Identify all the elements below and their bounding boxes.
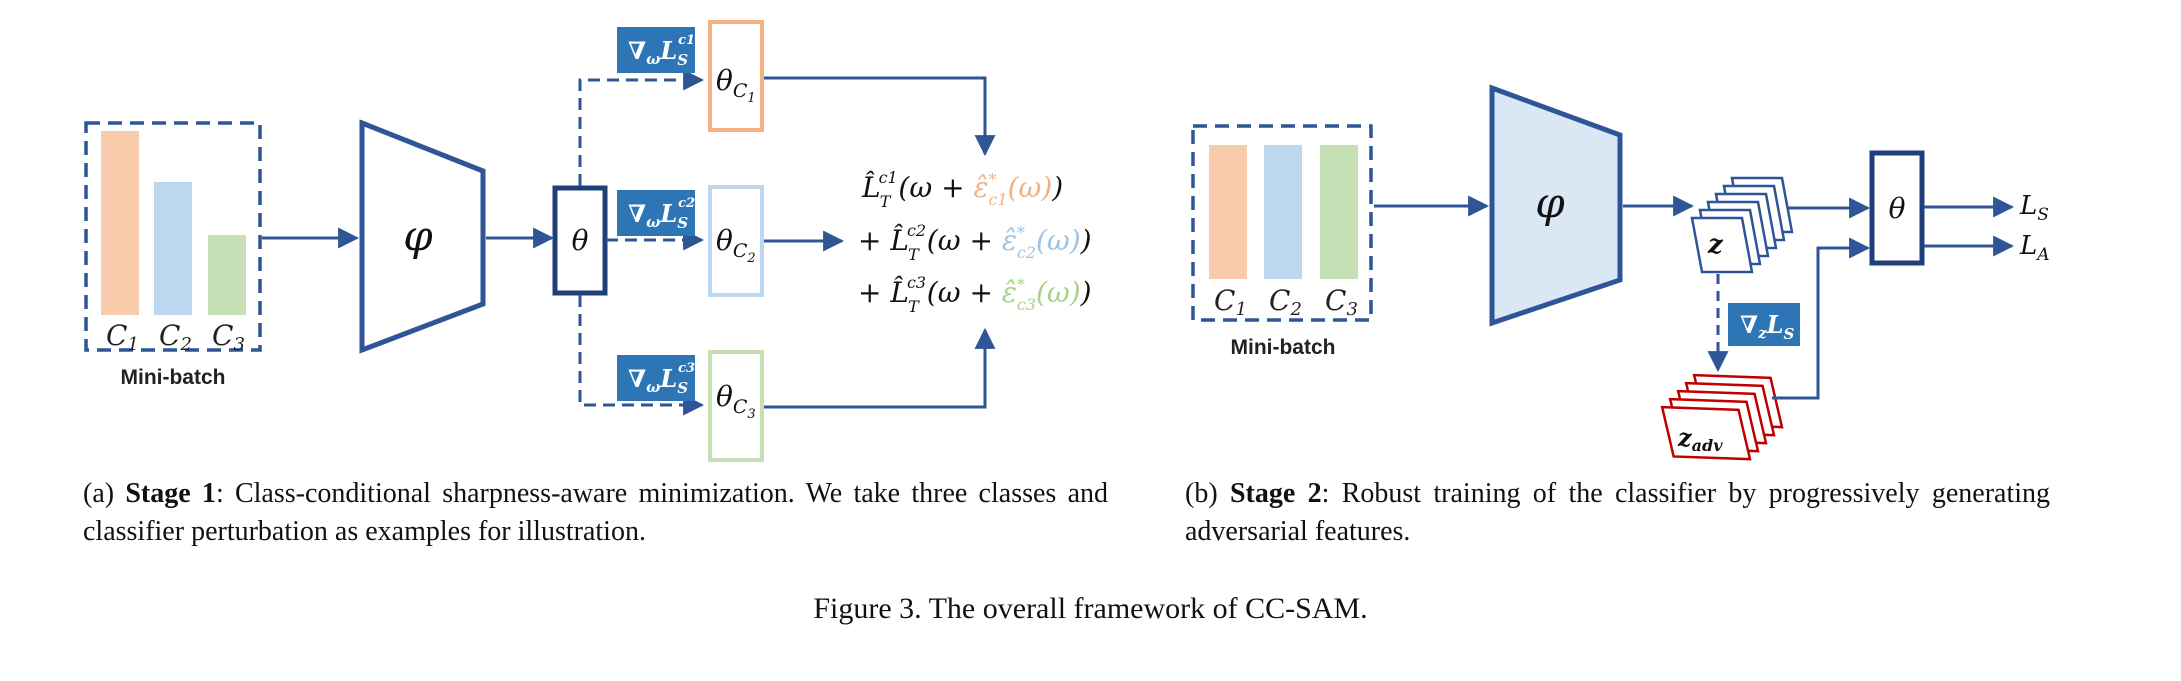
minibatch-box-a <box>84 121 262 352</box>
svg-text:∇zLS: ∇zLS <box>1740 310 1794 343</box>
svg-text:θ: θ <box>1889 192 1906 225</box>
classifier-theta-c3 <box>708 350 764 462</box>
svg-text:C2: C2 <box>159 319 192 355</box>
figure-caption: Figure 3. The overall framework of CC-SA… <box>813 592 1368 625</box>
adv-feature-label: zadv <box>1677 423 1723 455</box>
class-label-b-3: C <box>1325 284 1346 317</box>
class-label-b-2: C <box>1269 284 1290 317</box>
loss-ls: LS <box>2019 191 2049 225</box>
encoder-phi-a <box>359 119 486 354</box>
encoder-symbol-b: φ <box>1535 178 1565 227</box>
svg-text:∇ωLSc1: ∇ωLSc1 <box>628 33 695 69</box>
caption-a: (a) Stage 1: Class-conditional sharpness… <box>83 478 1109 547</box>
bar-c2-b <box>1264 145 1302 279</box>
svg-text:θ: θ <box>572 224 589 257</box>
svg-text:+ L̂c2T(ω + ε̂*c2(ω)): + L̂c2T(ω + ε̂*c2(ω)) <box>858 221 1092 264</box>
adv-feature-stack <box>1660 373 1784 461</box>
classifier-theta-a <box>552 185 608 296</box>
bar-c1-a <box>101 131 139 315</box>
svg-text:C3: C3 <box>212 319 245 355</box>
classifier-theta-b <box>1869 150 1925 266</box>
svg-text:θC2: θC2 <box>716 224 756 266</box>
gradient-box-b: ∇zLS <box>1728 303 1800 346</box>
svg-text:∇ωLSc3: ∇ωLSc3 <box>628 361 695 397</box>
gradient-box-a-1: ∇ωLSc1 <box>617 27 695 73</box>
svg-text:C1: C1 <box>106 319 139 355</box>
bar-c1-b <box>1209 145 1247 279</box>
panel-b: C1 C2 C3 Mini-batch φ z ∇zLS <box>1191 84 2050 461</box>
panel-a: C1 C2 C3 Mini-batch φ θ ∇ωLSc1 ∇ωLSc2 <box>84 20 1092 462</box>
svg-text:C3: C3 <box>1325 284 1358 320</box>
minibatch-label-a: Mini-batch <box>121 366 226 389</box>
gradient-box-a-3: ∇ωLSc3 <box>617 355 695 401</box>
class-label-a-1: C <box>106 319 127 352</box>
caption-a-bold: Stage 1 <box>125 478 216 509</box>
bar-c3-b <box>1320 145 1358 279</box>
minibatch-box-b <box>1191 124 1373 322</box>
encoder-symbol-a: φ <box>403 211 433 260</box>
caption-b-bold: Stage 2 <box>1229 478 1322 509</box>
loss-la: LA <box>2019 231 2050 265</box>
svg-text:θC3: θC3 <box>716 380 756 422</box>
svg-text:+ L̂c3T(ω + ε̂*c3(ω)): + L̂c3T(ω + ε̂*c3(ω)) <box>858 273 1092 316</box>
gradient-box-a-2: ∇ωLSc2 <box>617 190 695 236</box>
svg-text:θC1: θC1 <box>716 64 756 106</box>
svg-text:C2: C2 <box>1269 284 1302 320</box>
svg-text:C1: C1 <box>1214 284 1247 320</box>
minibatch-label-b: Mini-batch <box>1231 336 1336 359</box>
bar-c3-a <box>208 235 246 315</box>
caption-b: (b) Stage 2: Robust training of the clas… <box>1185 478 2050 547</box>
encoder-phi-b <box>1489 84 1623 327</box>
class-label-b-1: C <box>1214 284 1235 317</box>
classifier-theta-c2 <box>708 185 764 297</box>
feature-label-z: z <box>1707 230 1724 260</box>
class-label-a-2: C <box>159 319 180 352</box>
svg-text:L̂c1T(ω + ε̂*c1(ω)): L̂c1T(ω + ε̂*c1(ω)) <box>861 168 1063 211</box>
class-label-a-3: C <box>212 319 233 352</box>
feature-stack-z <box>1690 176 1794 274</box>
classifier-theta-c1 <box>708 20 764 132</box>
bar-c2-a <box>154 182 192 315</box>
svg-text:∇ωLSc2: ∇ωLSc2 <box>628 196 695 232</box>
